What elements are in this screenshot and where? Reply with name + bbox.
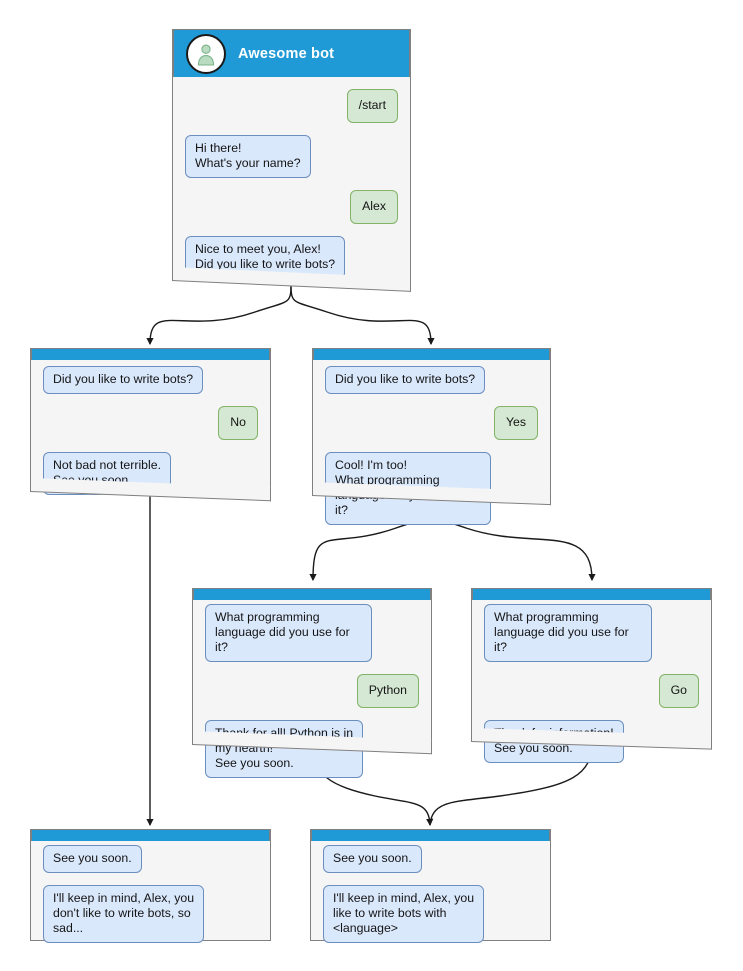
bot-message-bubble: Did you like to write bots?: [43, 366, 204, 394]
user-message-bubble: Alex: [350, 190, 398, 224]
node-end-yes-header: [311, 829, 550, 841]
node-branch-yes[interactable]: Did you like to write bots? Yes Cool! I'…: [312, 348, 551, 525]
bot-message-bubble: Nice to meet you, Alex! Did you like to …: [185, 236, 346, 279]
message-row: Nice to meet you, Alex! Did you like to …: [185, 236, 398, 279]
message-row: Did you like to write bots?: [325, 366, 538, 394]
message-row: I'll keep in mind, Alex, you like to wri…: [323, 885, 538, 943]
bot-message-bubble: What programming language did you use fo…: [484, 604, 652, 662]
node-end-yes-body: See you soon. I'll keep in mind, Alex, y…: [311, 841, 550, 955]
node-root-body: /start Hi there! What's your name? Alex …: [173, 77, 410, 291]
person-avatar-icon: [186, 33, 226, 74]
message-row: Did you like to write bots?: [43, 366, 258, 394]
bot-message-bubble: Hi there! What's your name?: [185, 135, 311, 178]
node-branch-no-header: [31, 348, 270, 360]
message-row: I'll keep in mind, Alex, you don't like …: [43, 885, 258, 943]
node-branch-yes-body: Did you like to write bots? Yes Cool! I'…: [313, 360, 550, 537]
bot-title: Awesome bot: [238, 45, 335, 62]
message-row: /start: [185, 89, 398, 123]
bot-message-bubble: I'll keep in mind, Alex, you don't like …: [43, 885, 205, 943]
message-row: Hi there! What's your name?: [185, 135, 398, 178]
node-end-no-body: See you soon. I'll keep in mind, Alex, y…: [31, 841, 270, 955]
bot-message-bubble: I'll keep in mind, Alex, you like to wri…: [323, 885, 485, 943]
message-row: Alex: [185, 190, 398, 224]
node-root-header: Awesome bot: [173, 29, 410, 77]
node-root[interactable]: Awesome bot /start Hi there! What's your…: [172, 29, 411, 292]
message-row: See you soon.: [43, 845, 258, 873]
node-end-no[interactable]: See you soon. I'll keep in mind, Alex, y…: [30, 829, 271, 943]
node-end-yes[interactable]: See you soon. I'll keep in mind, Alex, y…: [310, 829, 551, 943]
node-branch-yes-header: [313, 348, 550, 360]
node-branch-go-header: [472, 588, 711, 600]
message-row: No: [43, 406, 258, 440]
bot-message-bubble: See you soon.: [323, 845, 422, 873]
user-message-bubble: Yes: [493, 406, 538, 440]
user-message-bubble: Go: [658, 674, 699, 708]
user-message-bubble: Python: [356, 674, 419, 708]
node-branch-python[interactable]: What programming language did you use fo…: [192, 588, 432, 778]
message-row: See you soon.: [323, 845, 538, 873]
node-branch-python-body: What programming language did you use fo…: [193, 600, 431, 790]
message-row: Thank for all! Python is in my hearth! S…: [205, 720, 419, 778]
node-branch-no[interactable]: Did you like to write bots? No Not bad n…: [30, 348, 271, 502]
message-row: What programming language did you use fo…: [484, 604, 699, 662]
bot-message-bubble: Thank for all! Python is in my hearth! S…: [205, 720, 364, 778]
node-end-no-header: [31, 829, 270, 841]
bot-message-bubble: Did you like to write bots?: [325, 366, 486, 394]
message-row: Yes: [325, 406, 538, 440]
message-row: Go: [484, 674, 699, 708]
message-row: Python: [205, 674, 419, 708]
node-branch-go[interactable]: What programming language did you use fo…: [471, 588, 712, 763]
bot-message-bubble: See you soon.: [43, 845, 142, 873]
message-row: What programming language did you use fo…: [205, 604, 419, 662]
user-message-bubble: No: [218, 406, 258, 440]
node-branch-python-header: [193, 588, 431, 600]
bot-message-bubble: What programming language did you use fo…: [205, 604, 372, 662]
user-message-bubble: /start: [346, 89, 398, 123]
node-branch-go-body: What programming language did you use fo…: [472, 600, 711, 775]
